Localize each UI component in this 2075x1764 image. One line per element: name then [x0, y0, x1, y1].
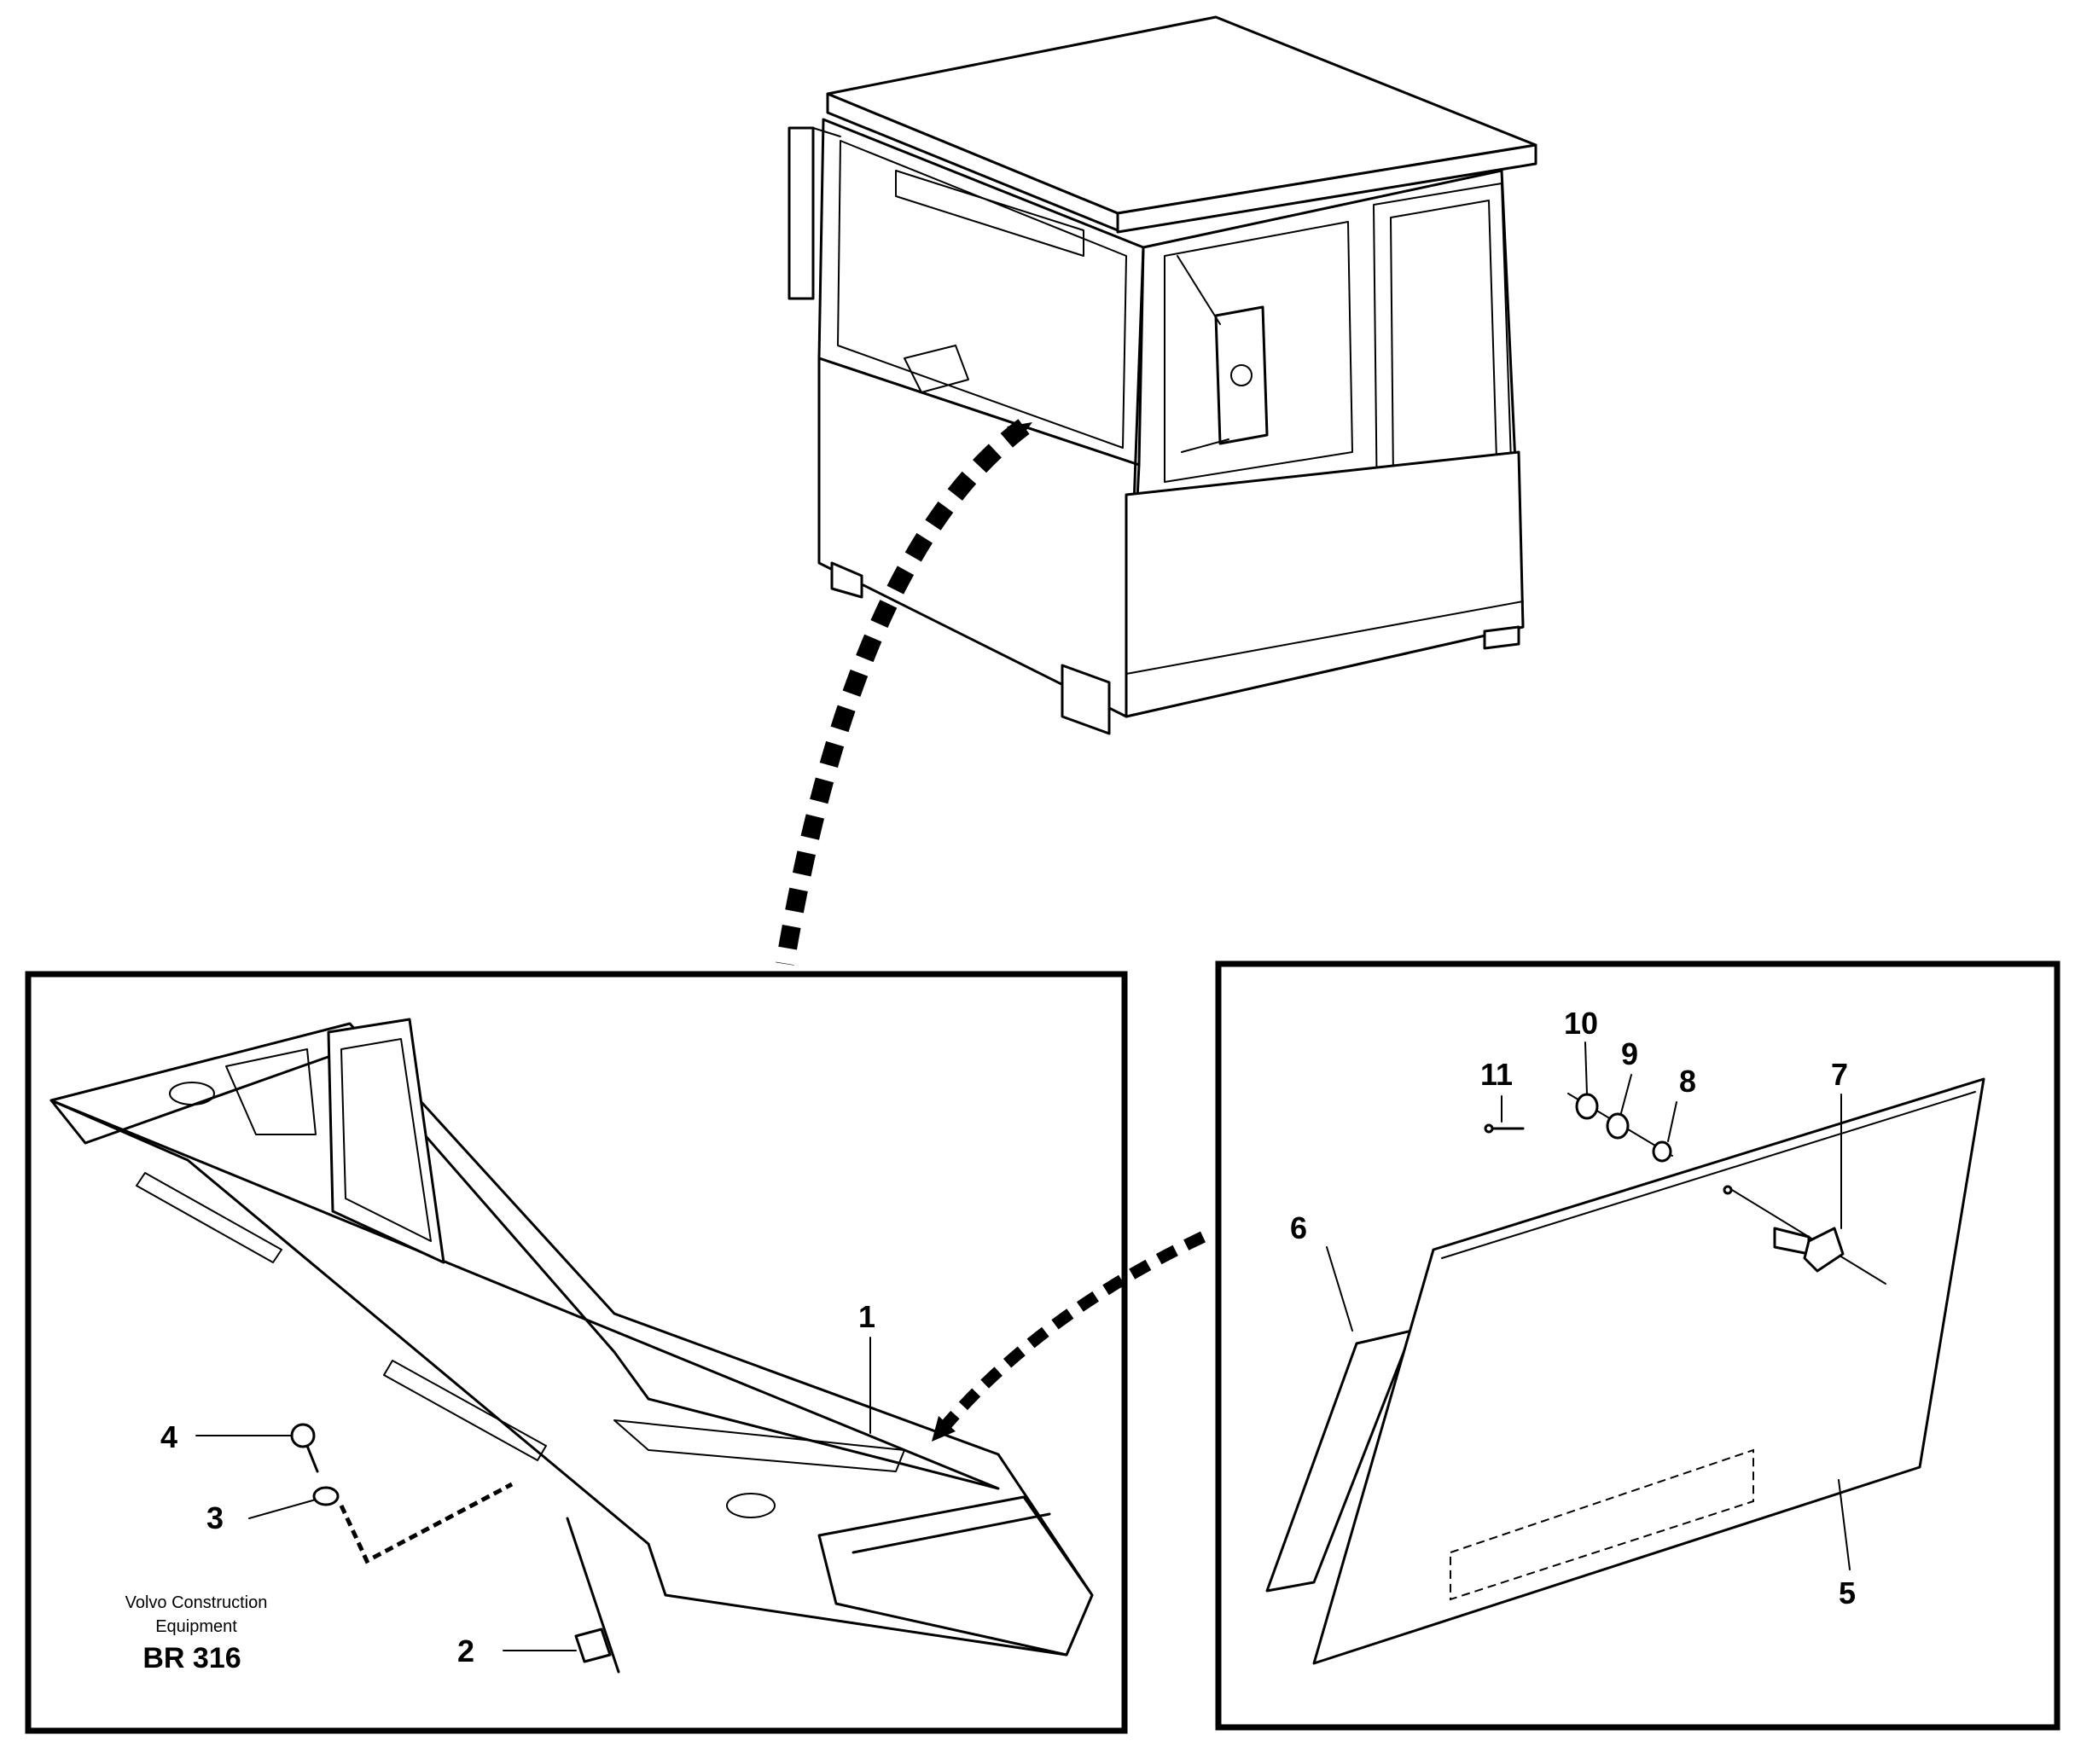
callout-10: 10 [1564, 1006, 1598, 1095]
callout-5: 5 [1838, 1479, 1856, 1610]
callout-7: 7 [1831, 1057, 1848, 1229]
figure-code: BR 316 [142, 1642, 241, 1674]
svg-text:8: 8 [1679, 1064, 1696, 1099]
svg-text:2: 2 [457, 1633, 474, 1668]
svg-text:4: 4 [160, 1419, 177, 1454]
spacer-10 [1575, 1093, 1599, 1120]
svg-text:11: 11 [1480, 1057, 1513, 1092]
panel-frame-right [1215, 960, 2060, 1731]
fastener-screw-4 [195, 1423, 319, 1473]
svg-text:9: 9 [1621, 1036, 1638, 1071]
svg-text:7: 7 [1831, 1057, 1848, 1092]
svg-text:6: 6 [1290, 1210, 1307, 1245]
callout-6: 6 [1290, 1210, 1353, 1332]
callout-1: 1 [858, 1299, 875, 1434]
callout-4: 4 [160, 1419, 177, 1454]
svg-text:1: 1 [858, 1299, 875, 1334]
callout-2: 2 [457, 1633, 474, 1668]
callout-11: 11 [1480, 1057, 1513, 1123]
callout-9: 9 [1620, 1036, 1638, 1114]
hardware-set [1484, 1093, 1673, 1163]
detail-panel-cover [1215, 960, 2060, 1731]
caption-line-2: Equipment [155, 1617, 237, 1636]
manufacturer-caption: Volvo Construction Equipment BR 316 [125, 1593, 268, 1674]
svg-text:5: 5 [1839, 1575, 1856, 1610]
fastener-washer-3 [248, 1482, 514, 1564]
washer-8 [1652, 1140, 1672, 1163]
callout-8: 8 [1667, 1064, 1696, 1142]
reference-arrow-panel [932, 1231, 1206, 1442]
backing-plate [1265, 1329, 1414, 1593]
svg-text:3: 3 [206, 1500, 224, 1535]
callout-3: 3 [206, 1500, 224, 1535]
panel-frame-left [25, 971, 1128, 1734]
detail-panel-console [25, 971, 1128, 1734]
svg-text:10: 10 [1564, 1006, 1598, 1041]
caption-line-1: Volvo Construction [125, 1593, 268, 1612]
reference-arrow-cab [776, 419, 1032, 966]
fastener-nut-2 [503, 1517, 620, 1674]
cab-illustration [788, 15, 1537, 735]
cover-panel [1312, 1077, 1985, 1665]
bushing-9 [1606, 1112, 1630, 1140]
